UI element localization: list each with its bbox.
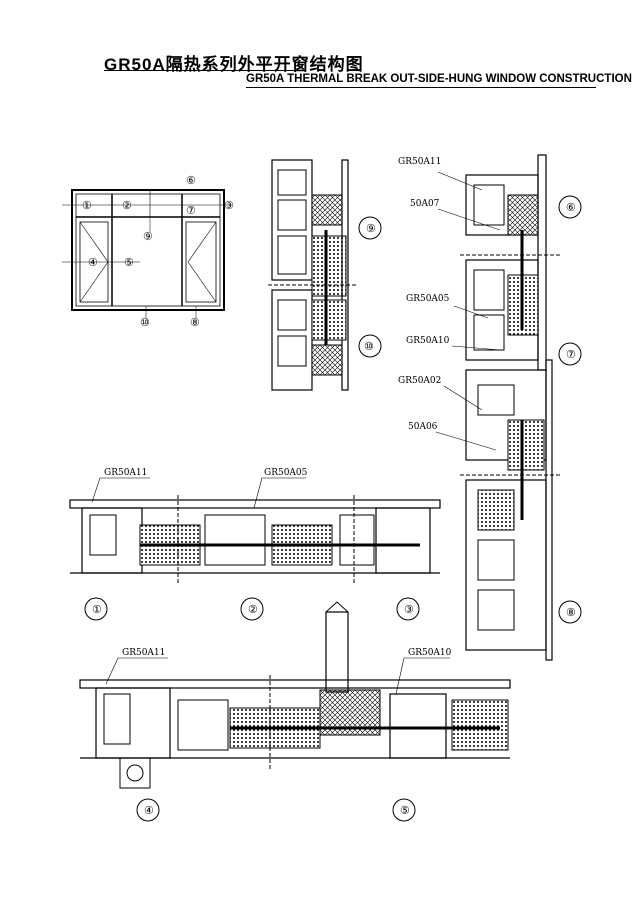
marker-5: ⑤ <box>124 256 134 269</box>
title-rule-long <box>246 87 596 88</box>
section-3-number: ③ <box>404 603 414 616</box>
section-1-number: ① <box>92 603 102 616</box>
elevation-markers: ① ② ③ ④ ⑤ ⑥ ⑦ ⑧ ⑨ ⑩ <box>82 174 234 329</box>
marker-3: ③ <box>224 199 234 212</box>
right-vertical-section <box>460 154 560 661</box>
label-50a06: 50A06 <box>408 422 438 432</box>
section-9-10-markers: ⑨ ⑩ <box>358 216 382 358</box>
right-section-labels <box>435 171 501 451</box>
marker-9: ⑨ <box>143 230 153 243</box>
section-9-number: ⑨ <box>366 222 376 235</box>
horizontal-section-1-2-3 <box>69 495 441 585</box>
right-section-markers: ⑥ ⑦ ⑧ <box>558 195 582 624</box>
marker-6: ⑥ <box>186 174 196 187</box>
section-9-10-drawing <box>268 159 356 391</box>
section-8-number: ⑧ <box>566 606 576 619</box>
horizontal-45-labels <box>105 657 450 695</box>
section-6-number: ⑥ <box>566 201 576 214</box>
marker-4: ④ <box>88 256 98 269</box>
section-2-number: ② <box>248 603 258 616</box>
marker-8: ⑧ <box>190 316 200 329</box>
title-english: GR50A THERMAL BREAK OUT-SIDE-HUNG WINDOW… <box>246 73 632 85</box>
marker-2: ② <box>122 199 132 212</box>
label-gr50a11-bottom: GR50A11 <box>104 468 147 478</box>
horizontal-section-4-5 <box>79 601 511 789</box>
label-50a07: 50A07 <box>410 199 440 209</box>
label-gr50a02: GR50A02 <box>398 376 441 386</box>
marker-10: ⑩ <box>140 316 150 329</box>
label-gr50a10-right: GR50A10 <box>406 336 450 346</box>
label-gr50a10-lower: GR50A10 <box>408 648 452 658</box>
title-chinese: GR50A隔热系列外平开窗结构图 <box>104 55 364 74</box>
horizontal-123-labels <box>91 477 306 509</box>
window-elevation <box>62 189 232 318</box>
marker-1: ① <box>82 199 92 212</box>
section-5-number: ⑤ <box>400 804 410 817</box>
section-10-number: ⑩ <box>364 340 374 353</box>
label-gr50a05-bottom: GR50A05 <box>264 468 308 478</box>
title-rule-short <box>104 70 294 71</box>
marker-7: ⑦ <box>186 204 196 217</box>
label-gr50a11-top: GR50A11 <box>398 157 441 167</box>
section-4-5-markers: ④ ⑤ <box>136 798 416 822</box>
section-1-2-3-markers: ① ② ③ <box>84 597 420 621</box>
label-gr50a05-right: GR50A05 <box>406 294 450 304</box>
label-gr50a11-lower: GR50A11 <box>122 648 165 658</box>
section-7-number: ⑦ <box>566 348 576 361</box>
section-4-number: ④ <box>144 804 154 817</box>
